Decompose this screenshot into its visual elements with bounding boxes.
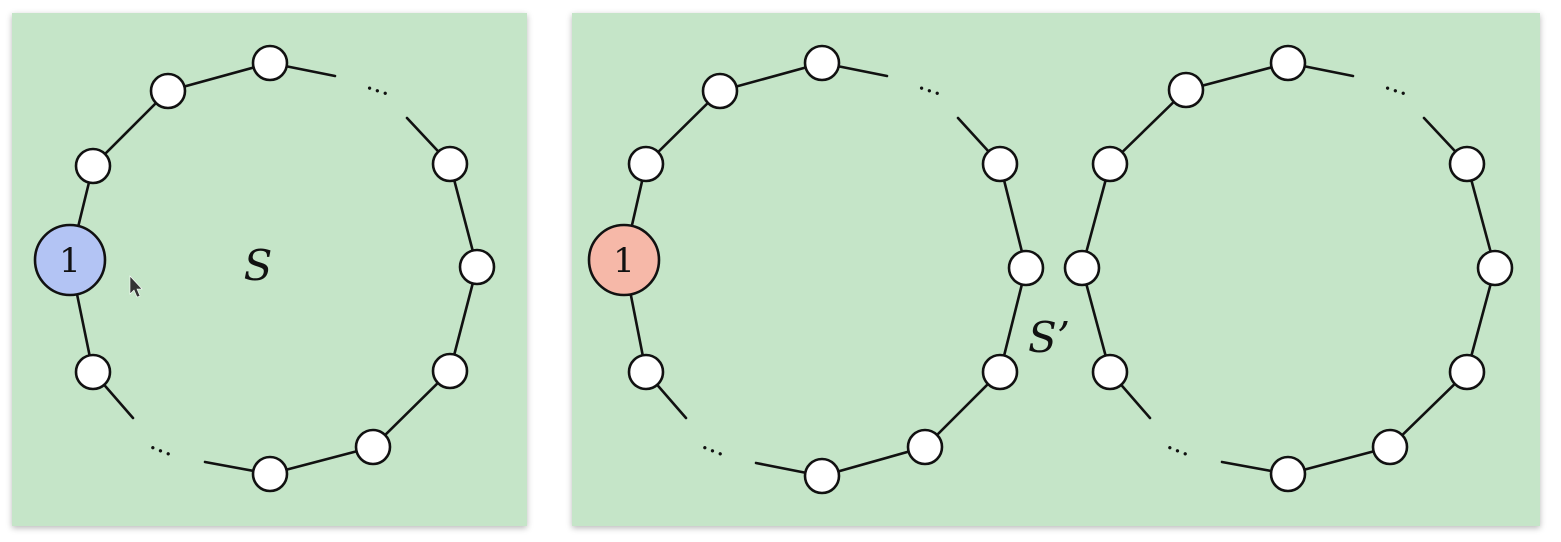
cycle-b-node bbox=[1269, 455, 1307, 493]
nodes-layer bbox=[74, 44, 1514, 495]
left-cycle-node bbox=[431, 145, 469, 183]
left-cycle-node bbox=[74, 353, 112, 391]
ellipsis-left-top: ... bbox=[363, 66, 396, 102]
start-node-left-label: 1 bbox=[59, 241, 81, 281]
cycle-b-node bbox=[1091, 353, 1129, 391]
set-label-s: S bbox=[244, 241, 273, 290]
cycle-a-node bbox=[627, 353, 665, 391]
left-cycle-node bbox=[149, 72, 187, 110]
left-cycle-node bbox=[458, 248, 496, 286]
cycle-a-node bbox=[981, 353, 1019, 391]
cycle-b-node bbox=[1371, 428, 1409, 466]
cycle-b-node bbox=[1448, 353, 1486, 391]
cycle-b-node bbox=[1063, 249, 1101, 287]
cycle-a-node bbox=[981, 145, 1019, 183]
set-label-s-prime: S’ bbox=[1028, 313, 1070, 362]
cycle-b-node bbox=[1448, 145, 1486, 183]
cycle-a-node bbox=[803, 457, 841, 495]
cycle-a-node bbox=[701, 72, 739, 110]
cycle-b-node bbox=[1091, 145, 1129, 183]
ellipsis-right-b-top: ... bbox=[1381, 66, 1414, 102]
ellipsis-right-a-top: ... bbox=[915, 66, 948, 102]
left-cycle-node bbox=[354, 428, 392, 466]
cycle-b-node bbox=[1476, 249, 1514, 287]
left-cycle-node bbox=[251, 455, 289, 493]
left-cycle-node bbox=[431, 352, 469, 390]
cycle-a-node bbox=[906, 428, 944, 466]
cycle-a-node bbox=[803, 44, 841, 82]
cycle-b-node bbox=[1269, 44, 1307, 82]
left-cycle-node bbox=[74, 147, 112, 185]
mouse-pointer-icon bbox=[129, 275, 143, 298]
start-node-right-label: 1 bbox=[613, 241, 635, 281]
ellipsis-right-b-bottom: ... bbox=[1163, 426, 1197, 463]
cycle-a-node bbox=[627, 145, 665, 183]
ellipsis-right-a-bottom: ... bbox=[698, 426, 732, 463]
start-node-right: 1 bbox=[587, 223, 661, 297]
start-node-left: 1 bbox=[33, 223, 107, 297]
left-cycle-node bbox=[251, 44, 289, 82]
cycle-a-node bbox=[1007, 249, 1045, 287]
ellipsis-left-bottom: ... bbox=[146, 426, 180, 463]
cycle-b-node bbox=[1167, 71, 1205, 109]
edges-layer bbox=[68, 61, 1497, 478]
